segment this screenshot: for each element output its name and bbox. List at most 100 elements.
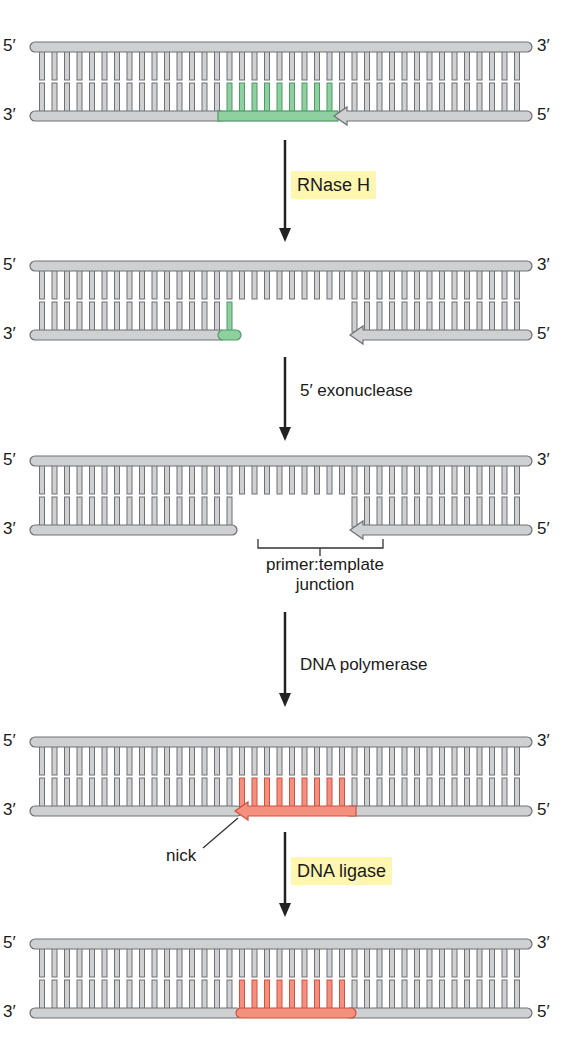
new-dna: [236, 1008, 356, 1018]
base-tooth: [290, 83, 295, 113]
dna-duplex: [30, 737, 532, 820]
base-tooth: [352, 50, 357, 80]
base-tooth: [190, 50, 195, 80]
base-tooth: [452, 980, 457, 1010]
base-tooth: [302, 980, 307, 1010]
base-tooth: [102, 269, 107, 299]
new-dna: [235, 802, 356, 820]
base-tooth: [252, 50, 257, 80]
base-tooth: [127, 302, 132, 332]
base-tooth: [402, 497, 407, 527]
base-tooth: [440, 464, 445, 494]
base-tooth: [490, 745, 495, 775]
base-tooth: [102, 464, 107, 494]
base-tooth: [515, 947, 520, 977]
base-tooth: [102, 50, 107, 80]
base-tooth: [90, 497, 95, 527]
base-tooth: [265, 269, 270, 299]
base-tooth: [115, 302, 120, 332]
base-tooth: [315, 980, 320, 1010]
base-tooth: [65, 83, 70, 113]
base-tooth: [302, 947, 307, 977]
base-tooth: [140, 302, 145, 332]
base-tooth: [365, 980, 370, 1010]
base-tooth: [377, 745, 382, 775]
base-tooth: [40, 302, 45, 332]
base-tooth: [140, 50, 145, 80]
base-tooth: [402, 980, 407, 1010]
base-tooth: [202, 745, 207, 775]
base-tooth: [415, 947, 420, 977]
base-tooth: [202, 50, 207, 80]
base-tooth: [365, 947, 370, 977]
base-tooth: [502, 745, 507, 775]
base-tooth: [377, 464, 382, 494]
strand-end: 5′: [537, 105, 550, 125]
base-tooth: [352, 778, 357, 808]
base-tooth: [177, 269, 182, 299]
strand-backbone: [30, 806, 242, 816]
step-label: nick: [166, 846, 196, 866]
base-tooth: [502, 980, 507, 1010]
strand-backbone: [30, 939, 532, 949]
step-arrowhead: [279, 693, 291, 707]
base-tooth: [365, 464, 370, 494]
base-tooth: [115, 745, 120, 775]
base-tooth: [77, 464, 82, 494]
base-tooth: [190, 464, 195, 494]
base-tooth: [402, 269, 407, 299]
base-tooth: [152, 745, 157, 775]
strand-end: 5′: [537, 324, 550, 344]
base-tooth: [152, 497, 157, 527]
base-tooth: [227, 947, 232, 977]
base-tooth: [202, 83, 207, 113]
enzyme-highlight: RNase H: [291, 171, 376, 199]
base-tooth: [215, 83, 220, 113]
base-tooth: [140, 778, 145, 808]
base-tooth: [440, 83, 445, 113]
base-tooth: [190, 269, 195, 299]
base-tooth: [415, 50, 420, 80]
base-tooth: [227, 778, 232, 808]
base-tooth: [90, 980, 95, 1010]
base-tooth: [340, 745, 345, 775]
base-tooth: [515, 778, 520, 808]
strand-end: 3′: [3, 519, 16, 539]
strand-backbone: [30, 261, 532, 271]
strand-end: 3′: [3, 1002, 16, 1022]
base-tooth: [452, 302, 457, 332]
strand-end: 5′: [3, 36, 16, 56]
base-tooth: [177, 745, 182, 775]
step-arrowhead: [279, 228, 291, 242]
base-tooth: [152, 302, 157, 332]
base-tooth: [77, 269, 82, 299]
base-tooth: [277, 947, 282, 977]
base-tooth: [140, 269, 145, 299]
base-tooth: [252, 745, 257, 775]
base-tooth: [327, 464, 332, 494]
base-tooth: [52, 302, 57, 332]
strand-end: 5′: [537, 800, 550, 820]
base-tooth: [177, 50, 182, 80]
base-tooth: [227, 745, 232, 775]
base-tooth: [427, 980, 432, 1010]
strand-backbone: [350, 326, 532, 344]
base-tooth: [102, 497, 107, 527]
base-tooth: [127, 947, 132, 977]
base-tooth: [315, 269, 320, 299]
base-tooth: [352, 302, 357, 332]
base-tooth: [452, 464, 457, 494]
base-tooth: [515, 83, 520, 113]
base-tooth: [215, 778, 220, 808]
base-tooth: [240, 778, 245, 808]
base-tooth: [515, 269, 520, 299]
base-tooth: [65, 50, 70, 80]
step-arrow: [284, 357, 287, 429]
enzyme-name: RNase H: [297, 175, 370, 195]
base-tooth: [240, 745, 245, 775]
base-tooth: [352, 497, 357, 527]
base-tooth: [177, 778, 182, 808]
base-tooth: [327, 269, 332, 299]
base-tooth: [90, 778, 95, 808]
